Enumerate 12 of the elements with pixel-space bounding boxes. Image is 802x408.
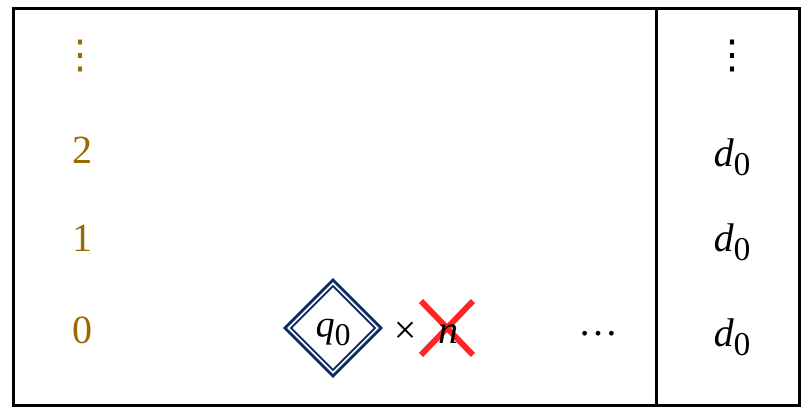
row-index: 1 (72, 218, 92, 258)
cell-value: d$_{0}$ (714, 312, 750, 362)
row-index: 2 (72, 130, 92, 170)
cell-value: ⋮ (712, 35, 752, 75)
state-label: q$_{0}$ (314, 305, 352, 351)
cell-value: d$_{0}$ (714, 218, 750, 266)
state-diamond (283, 278, 383, 378)
ellipsis: … (578, 302, 618, 342)
times-sign: × (394, 310, 416, 350)
row-index: ⋮ (60, 35, 100, 75)
cell-value: d$_{0}$ (714, 132, 750, 182)
row-index: 0 (72, 310, 92, 350)
